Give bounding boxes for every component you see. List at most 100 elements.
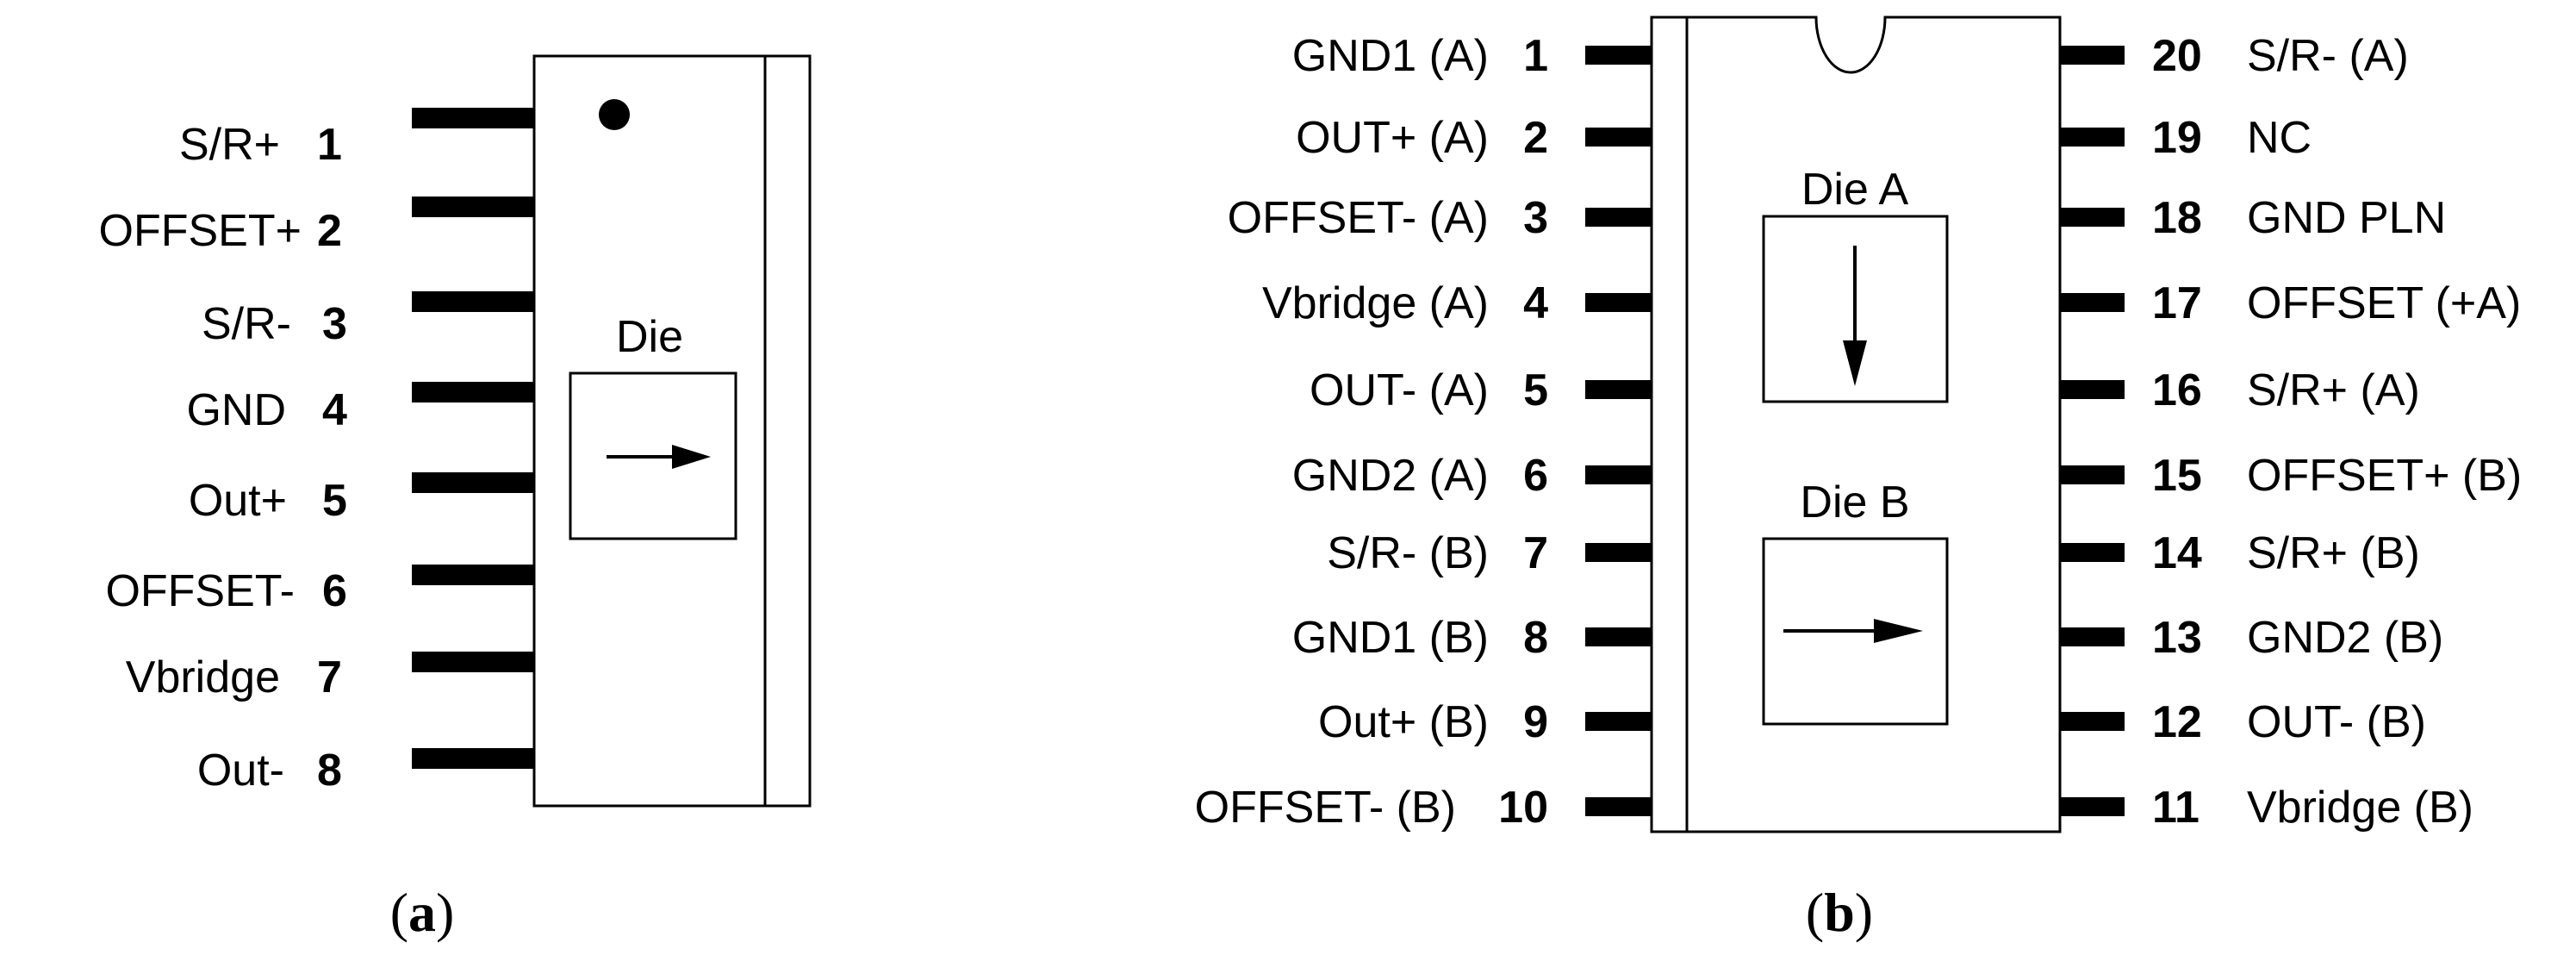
pin-number-b-17: 17	[2152, 278, 2202, 328]
pin-number-b-14: 14	[2152, 528, 2202, 578]
pin-number-a-3: 3	[322, 299, 347, 349]
pin-lead-b-5	[1585, 380, 1652, 399]
pin-label-b-3: OFFSET- (A)	[1228, 193, 1489, 243]
pin-lead-b-12	[2060, 712, 2125, 731]
pin-label-a-5: Out+	[189, 476, 287, 526]
pin-lead-a-8	[412, 748, 534, 769]
pin-label-a-2: OFFSET+	[99, 206, 302, 256]
pin-number-a-1: 1	[317, 120, 342, 170]
pin-lead-b-4	[1585, 293, 1652, 312]
die-arrow-right-icon	[607, 445, 711, 469]
pin-number-b-20: 20	[2152, 31, 2202, 81]
pin-label-a-8: Out-	[197, 746, 284, 796]
pin-label-b-20: S/R- (A)	[2247, 31, 2409, 81]
pin-label-b-7: S/R- (B)	[1327, 528, 1489, 578]
pin-lead-b-14	[2060, 543, 2125, 562]
pin-number-b-16: 16	[2152, 365, 2202, 415]
pin1-indicator-dot	[599, 99, 630, 130]
pin-lead-b-20	[2060, 46, 2125, 65]
pin-lead-a-3	[412, 291, 534, 312]
caption-b: (b)	[1806, 882, 1873, 943]
pin-lead-b-13	[2060, 627, 2125, 646]
pin-lead-b-2	[1585, 128, 1652, 147]
pin-label-b-1: GND1 (A)	[1292, 31, 1489, 81]
pin-lead-a-5	[412, 472, 534, 493]
pin-number-a-7: 7	[317, 652, 342, 702]
pin-number-a-2: 2	[317, 206, 342, 256]
pin-label-b-6: GND2 (A)	[1292, 451, 1489, 501]
pin-label-a-7: Vbridge	[126, 652, 280, 702]
pin-number-b-15: 15	[2152, 451, 2202, 501]
pin-label-b-12: OUT- (B)	[2247, 697, 2426, 747]
pin-label-b-17: OFFSET (+A)	[2247, 278, 2521, 328]
die-b-arrow-right-icon	[1783, 619, 1923, 643]
pin-number-b-3: 3	[1523, 193, 1548, 243]
pin-label-b-8: GND1 (B)	[1292, 613, 1489, 663]
pin-number-a-4: 4	[322, 385, 347, 435]
pin-lead-b-16	[2060, 380, 2125, 399]
pin-lead-a-4	[412, 382, 534, 402]
die-b-label: Die B	[1800, 477, 1909, 527]
pin-number-b-2: 2	[1523, 113, 1548, 163]
die-label: Die	[616, 312, 683, 362]
pin-label-b-4: Vbridge (A)	[1262, 278, 1489, 328]
die-b-box	[1762, 537, 1949, 726]
pin-number-b-5: 5	[1523, 365, 1548, 415]
pin-label-b-15: OFFSET+ (B)	[2247, 451, 2522, 501]
panel-a: S/R+ 1 OFFSET+ 2 S/R- 3 GND 4 Out+ 5 OFF…	[99, 54, 812, 943]
pin-lead-b-8	[1585, 627, 1652, 646]
pin-label-b-9: Out+ (B)	[1318, 697, 1489, 747]
pin-lead-b-17	[2060, 293, 2125, 312]
pin-label-b-16: S/R+ (A)	[2247, 365, 2420, 415]
pin-label-b-2: OUT+ (A)	[1296, 113, 1489, 163]
pin-label-a-4: GND	[186, 385, 286, 435]
pin-lead-b-19	[2060, 128, 2125, 147]
pin-label-b-18: GND PLN	[2247, 193, 2446, 243]
pin-number-b-10: 10	[1498, 783, 1548, 833]
pin-label-b-10: OFFSET- (B)	[1195, 783, 1456, 833]
pin-lead-a-1	[412, 108, 534, 128]
pin-label-a-6: OFFSET-	[105, 566, 295, 616]
pin-number-a-8: 8	[317, 746, 342, 796]
pin-number-b-12: 12	[2152, 697, 2202, 747]
die-box	[569, 371, 737, 540]
pin-number-b-19: 19	[2152, 113, 2202, 163]
pin-lead-b-18	[2060, 208, 2125, 227]
pin-number-b-6: 6	[1523, 451, 1548, 501]
pin-number-a-5: 5	[322, 476, 347, 526]
package-b-body	[1650, 16, 2062, 833]
pin-lead-b-15	[2060, 465, 2125, 484]
pin-number-b-9: 9	[1523, 697, 1548, 747]
pin-label-a-3: S/R-	[202, 299, 291, 349]
pin-lead-b-10	[1585, 797, 1652, 816]
pin-lead-a-6	[412, 565, 534, 585]
pin-lead-b-3	[1585, 208, 1652, 227]
pin-number-b-11: 11	[2152, 783, 2200, 833]
pin-lead-b-11	[2060, 797, 2125, 816]
pin-label-b-5: OUT- (A)	[1310, 365, 1489, 415]
pin-lead-b-7	[1585, 543, 1652, 562]
pin-label-b-13: GND2 (B)	[2247, 613, 2443, 663]
die-a-label: Die A	[1801, 165, 1909, 215]
pin-label-a-1: S/R+	[179, 120, 280, 170]
die-a-arrow-down-icon	[1843, 246, 1867, 386]
pin-lead-b-6	[1585, 465, 1652, 484]
pin-number-b-4: 4	[1523, 278, 1548, 328]
pin-number-b-7: 7	[1523, 528, 1548, 578]
pin-number-b-13: 13	[2152, 613, 2202, 663]
pin-number-b-8: 8	[1523, 613, 1548, 663]
pin-label-b-14: S/R+ (B)	[2247, 528, 2420, 578]
pin-lead-b-1	[1585, 46, 1652, 65]
package-a-body	[532, 54, 812, 808]
pin-number-b-1: 1	[1523, 31, 1548, 81]
pin-lead-b-9	[1585, 712, 1652, 731]
pin-label-b-19: NC	[2247, 113, 2312, 163]
die-a-box	[1762, 215, 1949, 403]
caption-a: (a)	[390, 882, 455, 943]
pin-lead-a-2	[412, 197, 534, 217]
pin-label-b-11: Vbridge (B)	[2247, 783, 2473, 833]
pin-number-a-6: 6	[322, 566, 347, 616]
pin-number-b-18: 18	[2152, 193, 2202, 243]
panel-b: GND1 (A) 1 OUT+ (A) 2 OFFSET- (A) 3 Vbri…	[1195, 16, 2522, 943]
